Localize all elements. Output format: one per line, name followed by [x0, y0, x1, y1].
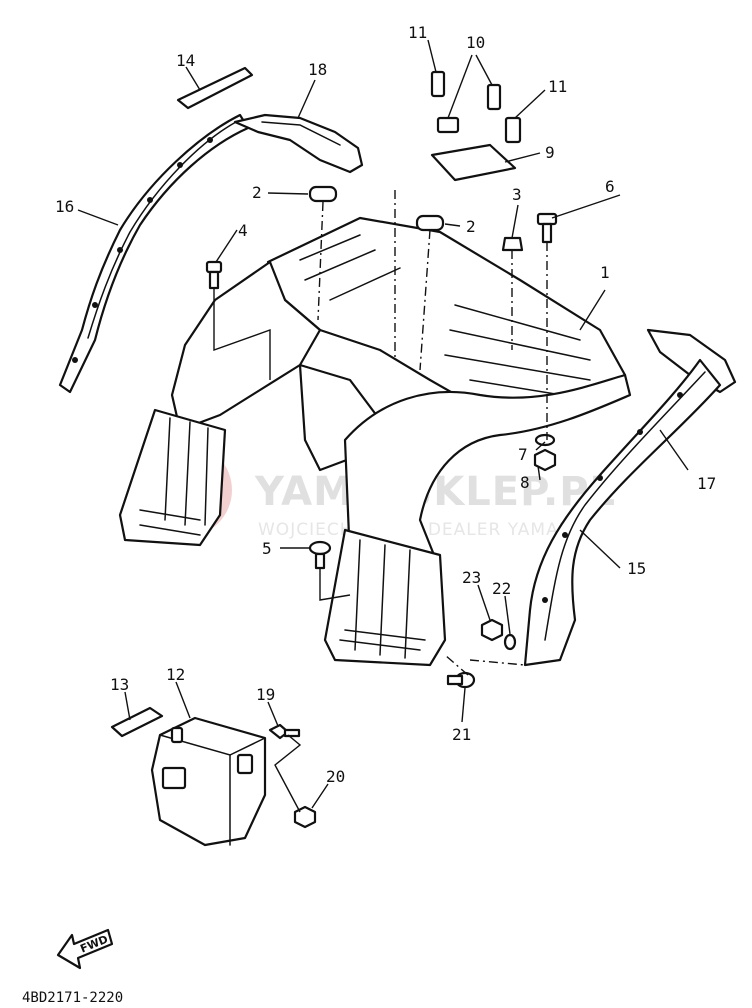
part-11-clip-a[interactable] — [430, 70, 446, 98]
part-8-nut[interactable] — [533, 448, 557, 472]
part-20-left-flap-end[interactable] — [233, 113, 364, 174]
part-23-nut[interactable] — [480, 618, 504, 642]
callout-18[interactable]: 16 — [55, 197, 74, 216]
part-22-washer[interactable] — [503, 633, 517, 651]
hardware — [205, 70, 558, 689]
callout-11-right[interactable]: 11 — [548, 77, 567, 96]
callout-10[interactable]: 10 — [466, 33, 485, 52]
part-14-bracket[interactable] — [110, 706, 164, 738]
callout-5[interactable]: 5 — [262, 539, 272, 558]
callout-2-right[interactable]: 2 — [466, 217, 476, 236]
callout-20[interactable]: 18 — [308, 60, 327, 79]
part-2-cap-b[interactable] — [415, 214, 445, 232]
callout-13[interactable]: 12 — [166, 665, 185, 684]
callout-8[interactable]: 8 — [520, 473, 530, 492]
callout-22[interactable]: 22 — [492, 579, 511, 598]
callout-23[interactable]: 23 — [462, 568, 481, 587]
part-10-clip-b[interactable] — [436, 116, 460, 134]
callout-15[interactable]: 19 — [256, 685, 275, 704]
callout-21[interactable]: 21 — [452, 725, 471, 744]
part-15-bolt[interactable] — [268, 723, 301, 740]
callout-16[interactable]: 20 — [326, 767, 345, 786]
part-17-right-guard-strip[interactable] — [523, 358, 722, 667]
part-16-nut[interactable] — [293, 805, 317, 829]
part-9-pad[interactable] — [430, 143, 517, 182]
callout-11-left[interactable]: 11 — [408, 23, 427, 42]
part-13-box[interactable] — [150, 716, 267, 847]
part-5-screw[interactable] — [308, 540, 332, 570]
part-4-bolt[interactable] — [205, 260, 223, 290]
callout-17[interactable]: 15 — [627, 559, 646, 578]
part-21-bolt[interactable] — [446, 671, 476, 689]
part-1-rear-fender[interactable] — [118, 216, 632, 667]
part-18-left-guard-strip[interactable] — [58, 113, 250, 394]
part-10-clip-a[interactable] — [486, 83, 502, 111]
part-2-cap-a[interactable] — [308, 185, 338, 203]
assembly-lines — [213, 190, 548, 813]
callout-1[interactable]: 1 — [600, 263, 610, 282]
callout-7[interactable]: 7 — [518, 445, 528, 464]
callouts: 14 18 16 2 2 3 6 4 1 10 11 11 9 7 8 17 1… — [55, 23, 716, 786]
callout-19[interactable]: 17 — [697, 474, 716, 493]
callout-9[interactable]: 9 — [545, 143, 555, 162]
part-7-washer[interactable] — [534, 433, 556, 447]
part-12-strap[interactable] — [176, 66, 254, 110]
callout-14[interactable]: 13 — [110, 675, 129, 694]
callout-3[interactable]: 3 — [512, 185, 522, 204]
fwd-arrow: FWD — [56, 928, 114, 970]
part-6-bolt[interactable] — [536, 212, 558, 244]
drawing-code: 4BD2171-2220 — [22, 990, 123, 1006]
callout-12[interactable]: 14 — [176, 51, 195, 70]
callout-4[interactable]: 4 — [238, 221, 248, 240]
callout-6[interactable]: 6 — [605, 177, 615, 196]
callout-2-left[interactable]: 2 — [252, 183, 262, 202]
part-11-clip-b[interactable] — [504, 116, 522, 144]
leader-lines — [77, 39, 689, 809]
part-3-grommet[interactable] — [501, 236, 524, 252]
